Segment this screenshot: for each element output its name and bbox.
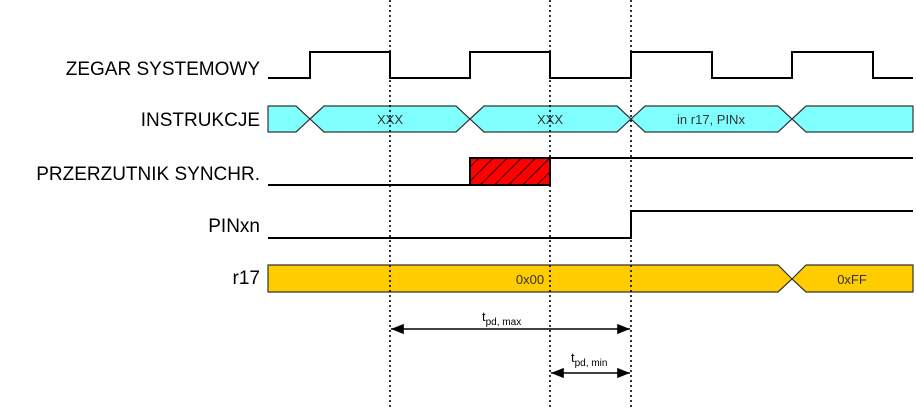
- register-bus-segment-2: [791, 264, 914, 293]
- instruction-value-1: XXX: [377, 112, 403, 127]
- label-sync-flipflop: PRZERZUTNIK SYNCHR.: [36, 164, 260, 185]
- clock-waveform: [268, 51, 913, 79]
- instruction-bus-segment-end: [791, 105, 914, 133]
- register-value-2: 0xFF: [837, 272, 867, 287]
- pin-waveform: [268, 210, 913, 239]
- label-pin: PINxn: [208, 216, 260, 237]
- tpd-min-label: tpd, min: [571, 350, 607, 369]
- tpd-max-label: tpd, max: [482, 309, 521, 328]
- label-instructions: INSTRUKCJE: [141, 110, 260, 131]
- register-value-1: 0x00: [516, 272, 544, 287]
- instruction-value-2: XXX: [537, 112, 563, 127]
- instruction-value-3: in r17, PINx: [677, 112, 745, 127]
- label-register: r17: [233, 268, 260, 289]
- metastable-region: [469, 157, 551, 186]
- label-clock: ZEGAR SYSTEMOWY: [66, 59, 261, 80]
- instruction-bus-segment-start: [267, 105, 311, 133]
- register-bus-segment-1: [267, 264, 793, 293]
